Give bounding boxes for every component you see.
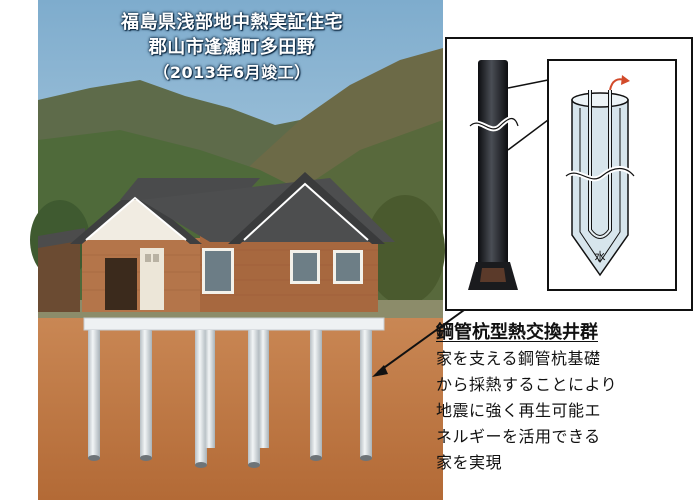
title-block: 福島県浅部地中熱実証住宅 郡山市逢瀬町多田野 （2013年6月竣工）	[82, 10, 382, 85]
pile	[259, 330, 269, 448]
pile	[88, 330, 100, 458]
pile-cutaway	[564, 75, 636, 277]
description-line: ネルギーを活用できる	[436, 427, 601, 446]
description-line: から採熱することにより	[436, 375, 618, 394]
description-line: 家を支える鋼管杭基礎	[436, 349, 601, 368]
pile	[140, 330, 152, 458]
steel-pipe	[468, 60, 521, 290]
description-line: 家を実現	[436, 453, 503, 472]
pile	[195, 330, 207, 465]
pile	[205, 330, 215, 448]
description-line: 地震に強く再生可能エ	[436, 401, 602, 420]
pile	[310, 330, 322, 458]
water-label: 水	[595, 250, 606, 263]
title-line-2: 郡山市逢瀬町多田野	[148, 37, 316, 58]
pile	[360, 330, 372, 458]
inset-detail: 水	[445, 37, 693, 311]
site-photo	[30, 0, 445, 318]
title-line-1: 福島県浅部地中熱実証住宅	[121, 12, 343, 33]
pile	[248, 330, 260, 465]
foundation-slab	[83, 317, 385, 331]
pile-group	[88, 330, 372, 468]
description-heading: 鋼管杭型熱交換井群	[436, 322, 598, 343]
description-block: 鋼管杭型熱交換井群 家を支える鋼管杭基礎 から採熱することにより 地震に強く再生…	[436, 320, 698, 476]
soil-section	[38, 318, 443, 500]
pointer-arrow	[372, 299, 479, 377]
title-line-3: （2013年6月竣工）	[153, 63, 311, 82]
